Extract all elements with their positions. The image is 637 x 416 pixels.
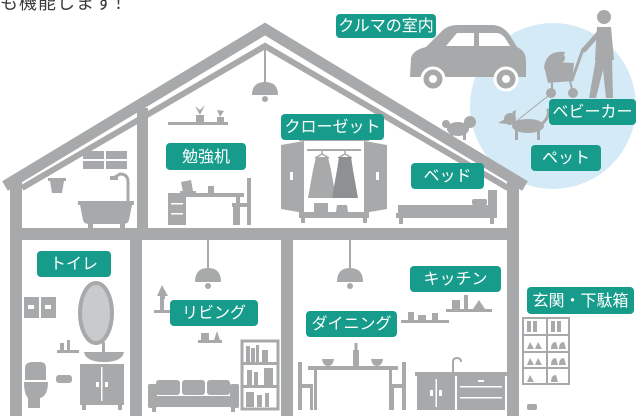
- label-entrance: 玄関・下駄箱: [527, 287, 634, 314]
- car-icon: [410, 25, 526, 92]
- label-closet: クローゼット: [281, 114, 384, 140]
- house-structure: [2, 22, 528, 416]
- sofa-icon: [148, 285, 239, 412]
- dining-table-icon: [298, 343, 406, 410]
- person-icon: [581, 10, 614, 98]
- closet-icon: [281, 136, 387, 223]
- kitchen-icon: [401, 295, 507, 410]
- toilet-icon: [24, 281, 124, 410]
- label-stroller: ベビーカー: [549, 99, 636, 125]
- bookshelf-icon: [240, 339, 280, 411]
- dog-icon: [442, 95, 550, 140]
- label-dining: ダイニング: [306, 311, 397, 337]
- label-bed: ベッド: [411, 163, 484, 189]
- label-study-desk: 勉強机: [166, 143, 246, 170]
- shoe-rack-icon: [522, 317, 570, 410]
- desk-icon: [168, 105, 251, 225]
- label-kitchen: キッチン: [410, 266, 501, 292]
- pendant-lamp-icon: [195, 46, 363, 289]
- bathtub-icon: [48, 151, 134, 228]
- label-car-interior: クルマの室内: [336, 14, 436, 38]
- bed-icon: [396, 190, 497, 224]
- label-pet: ペット: [531, 145, 601, 171]
- label-toilet: トイレ: [37, 251, 111, 277]
- label-living: リビング: [170, 300, 258, 326]
- caption-text: も機能します！: [0, 0, 133, 14]
- stroller-icon: [544, 47, 585, 98]
